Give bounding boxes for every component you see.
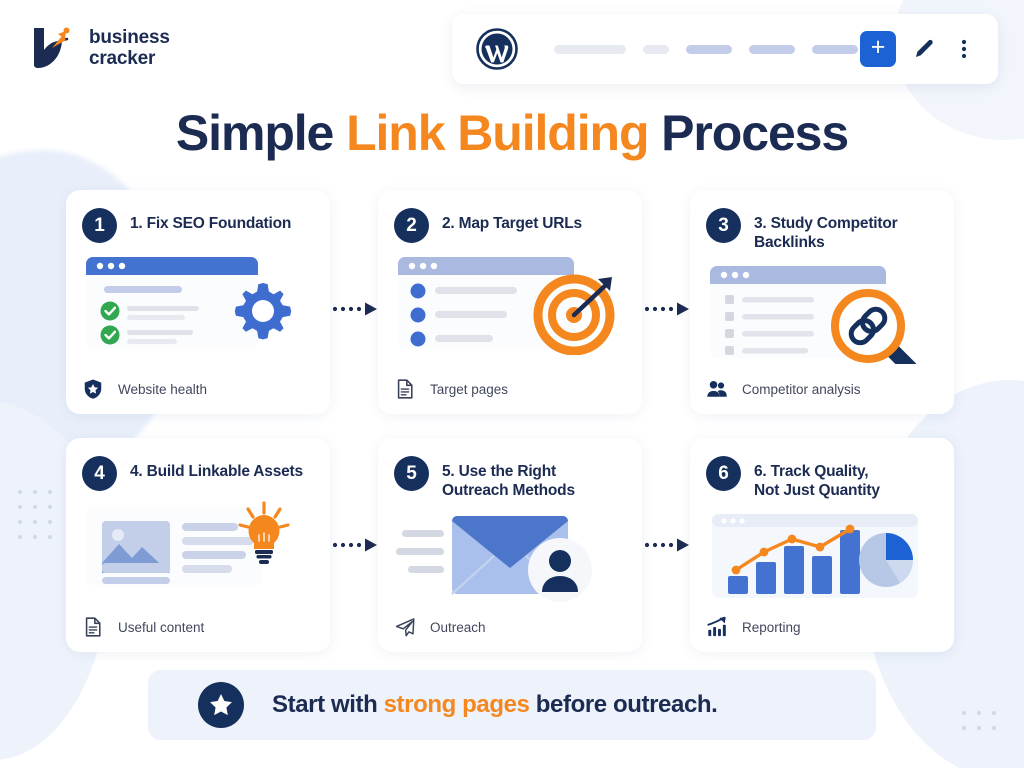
star-badge-icon xyxy=(198,682,244,728)
brand-name: business cracker xyxy=(89,27,170,70)
banner-accent: strong pages xyxy=(383,691,530,718)
step-header: 2 2. Map Target URLs xyxy=(394,208,626,243)
title-part-2: Process xyxy=(648,105,849,161)
step-title: 3. Study Competitor Backlinks xyxy=(754,215,898,252)
step-footer-label: Reporting xyxy=(742,619,801,635)
dotted-arrow-right-icon xyxy=(332,302,377,316)
title-part-1: Simple xyxy=(175,105,347,161)
step-title-line2: Not Just Quantity xyxy=(754,482,880,500)
dotted-arrow-right-icon xyxy=(332,538,377,552)
kebab-menu-icon[interactable] xyxy=(952,37,976,61)
placeholder-bar xyxy=(643,44,669,54)
toolbar-placeholder-bars xyxy=(554,44,858,54)
step-footer: Outreach xyxy=(394,616,486,638)
step-number-badge: 6 xyxy=(706,456,741,491)
step-card-2[interactable]: 2 2. Map Target URLs xyxy=(378,190,642,414)
step-illustration-browser-bullets-target xyxy=(394,255,626,355)
step-card-5[interactable]: 5 5. Use the Right Outreach Methods xyxy=(378,438,642,652)
step-header: 3 3. Study Competitor Backlinks xyxy=(706,208,938,252)
business-cracker-logo-icon xyxy=(34,27,70,68)
page-header: business cracker + xyxy=(0,0,1024,96)
wordpress-toolbar-mock: + xyxy=(452,14,998,84)
step-illustration-browser-magnifier-link xyxy=(706,264,938,365)
dotted-arrow-right-icon xyxy=(644,538,689,552)
step-number-badge: 5 xyxy=(394,456,429,491)
placeholder-bar xyxy=(749,44,795,54)
step-card-4[interactable]: 4 4. Build Linkable Assets xyxy=(66,438,330,652)
people-icon xyxy=(707,381,727,397)
step-header: 4 4. Build Linkable Assets xyxy=(82,456,314,491)
step-number-badge: 4 xyxy=(82,456,117,491)
step-footer-label: Competitor analysis xyxy=(742,381,861,397)
dotted-arrow-right-icon xyxy=(644,302,689,316)
step-header: 6 6. Track Quality, Not Just Quantity xyxy=(706,456,938,500)
page-title: Simple Link Building Process xyxy=(0,104,1024,162)
step-footer: Website health xyxy=(82,378,207,400)
step-footer-label: Target pages xyxy=(430,381,509,397)
step-card-3[interactable]: 3 3. Study Competitor Backlinks xyxy=(690,190,954,414)
brand-name-line2: cracker xyxy=(89,48,156,69)
step-title-line1: 5. Use the Right xyxy=(442,463,556,480)
step-footer: Reporting xyxy=(706,616,801,638)
step-title: 4. Build Linkable Assets xyxy=(130,463,303,480)
paper-plane-icon xyxy=(395,618,415,637)
document-icon xyxy=(397,379,413,399)
step-title: 1. Fix SEO Foundation xyxy=(130,215,292,232)
step-connector-5-6 xyxy=(642,538,690,552)
wordpress-logo-icon[interactable] xyxy=(476,28,518,70)
placeholder-bar xyxy=(686,44,732,54)
steps-row-1: 1 1. Fix SEO Foundation xyxy=(66,190,966,414)
step-footer: Useful content xyxy=(82,616,204,638)
step-footer-label: Useful content xyxy=(118,619,205,635)
step-footer-label: Outreach xyxy=(430,619,486,635)
step-header: 5 5. Use the Right Outreach Methods xyxy=(394,456,626,500)
step-connector-1-2 xyxy=(330,302,378,316)
step-card-1[interactable]: 1 1. Fix SEO Foundation xyxy=(66,190,330,414)
process-steps-grid: 1 1. Fix SEO Foundation xyxy=(66,190,966,652)
growth-chart-icon xyxy=(707,616,726,637)
step-illustration-article-lightbulb xyxy=(82,501,314,597)
step-card-6[interactable]: 6 6. Track Quality, Not Just Quantity xyxy=(690,438,954,652)
pencil-icon[interactable] xyxy=(912,37,936,61)
banner-part-2: before outreach. xyxy=(529,691,718,718)
step-footer: Target pages xyxy=(394,378,508,400)
summary-banner: Start with strong pages before outreach. xyxy=(148,670,876,740)
placeholder-bar xyxy=(812,44,858,54)
steps-row-2: 4 4. Build Linkable Assets xyxy=(66,438,966,652)
brand-name-line1: business xyxy=(89,26,170,48)
star-icon xyxy=(210,693,232,716)
step-connector-4-5 xyxy=(330,538,378,552)
step-number-badge: 3 xyxy=(706,208,741,243)
step-title-line1: 6. Track Quality, xyxy=(754,463,869,480)
title-accent: Link Building xyxy=(346,105,649,161)
step-number-badge: 1 xyxy=(82,208,117,243)
step-footer-label: Website health xyxy=(118,381,208,397)
shield-star-icon xyxy=(84,379,102,399)
step-illustration-browser-checklist-gear xyxy=(82,255,314,355)
add-new-button[interactable]: + xyxy=(860,31,896,67)
step-title-line2: Outreach Methods xyxy=(442,482,575,500)
step-illustration-envelope-contact xyxy=(394,510,626,606)
step-connector-2-3 xyxy=(642,302,690,316)
brand-logo[interactable]: business cracker xyxy=(22,20,170,76)
step-header: 1 1. Fix SEO Foundation xyxy=(82,208,314,243)
document-icon xyxy=(85,617,101,637)
step-title: 5. Use the Right Outreach Methods xyxy=(442,456,575,500)
dot-grid-right xyxy=(962,711,996,730)
summary-banner-text: Start with strong pages before outreach. xyxy=(272,691,718,719)
banner-part-1: Start with xyxy=(272,691,384,718)
dot-grid-left xyxy=(18,490,52,539)
step-illustration-chart-report xyxy=(706,510,938,606)
step-title: 2. Map Target URLs xyxy=(442,215,582,232)
step-footer: Competitor analysis xyxy=(706,378,861,400)
step-number-badge: 2 xyxy=(394,208,429,243)
toolbar-actions: + xyxy=(860,31,976,67)
step-title: 6. Track Quality, Not Just Quantity xyxy=(754,456,880,500)
placeholder-bar xyxy=(554,44,626,54)
